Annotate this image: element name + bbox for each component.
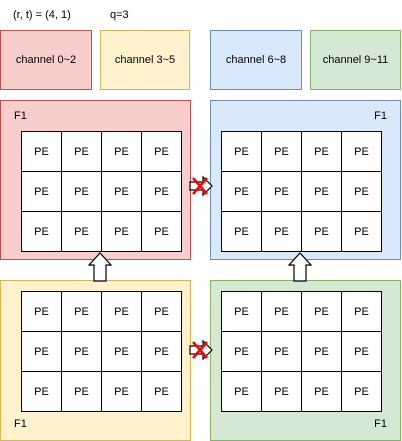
channel-label: channel 3~5 [114,54,176,66]
pe-cell: PE [102,332,142,372]
pe-cell: PE [222,172,262,212]
channel-label: channel 6~8 [225,54,287,66]
q-label: q=3 [110,9,129,21]
channel-box-0-2: channel 0~2 [0,30,92,90]
channel-label: channel 9~11 [322,54,389,66]
pe-cell: PE [22,212,62,252]
pe-cell: PE [62,212,102,252]
pe-cell: PE [262,172,302,212]
pe-cell: PE [22,172,62,212]
pe-cell: PE [302,172,342,212]
pe-cell: PE [142,172,182,212]
params-label: (r, t) = (4, 1) [13,9,71,21]
pe-cell: PE [22,132,62,172]
pe-cell: PE [262,292,302,332]
pe-cell: PE [262,212,302,252]
pe-cell: PE [102,372,142,412]
pe-cell: PE [142,292,182,332]
pe-cell: PE [62,172,102,212]
pe-cell: PE [262,372,302,412]
pe-cell: PE [222,372,262,412]
pe-cell: PE [302,372,342,412]
pe-cell: PE [262,332,302,372]
pe-cell: PE [342,212,382,252]
pe-cell: PE [342,292,382,332]
pe-cell: PE [302,212,342,252]
channel-box-6-8: channel 6~8 [210,30,302,90]
pe-cell: PE [62,132,102,172]
pe-cell: PE [102,212,142,252]
channel-box-9-11: channel 9~11 [310,30,401,90]
pe-cell: PE [302,332,342,372]
pe-cell: PE [62,372,102,412]
up-arrow-icon [87,252,113,282]
pe-cell: PE [342,172,382,212]
pe-cell: PE [102,132,142,172]
pe-cell: PE [222,332,262,372]
pe-cell: PE [62,332,102,372]
pe-cell: PE [222,292,262,332]
channel-label: channel 0~2 [15,54,77,66]
pe-cell: PE [22,292,62,332]
up-arrow-icon [287,252,313,282]
pe-cell: PE [342,132,382,172]
pe-cell: PE [142,132,182,172]
f1-label: F1 [14,418,27,430]
pe-cell: PE [22,332,62,372]
pe-cell: PE [62,292,102,332]
pe-cell: PE [262,132,302,172]
pe-cell: PE [342,372,382,412]
f1-label: F1 [374,418,387,430]
pe-cell: PE [142,332,182,372]
channel-box-3-5: channel 3~5 [100,30,190,90]
pe-cell: PE [142,212,182,252]
pe-cell: PE [302,132,342,172]
blocked-right-arrow-icon [189,175,213,197]
pe-cell: PE [22,372,62,412]
f1-label: F1 [14,110,27,122]
pe-cell: PE [222,132,262,172]
f1-label: F1 [374,110,387,122]
pe-cell: PE [102,172,142,212]
pe-cell: PE [302,292,342,332]
pe-cell: PE [142,372,182,412]
pe-cell: PE [342,332,382,372]
blocked-right-arrow-icon [189,339,213,361]
pe-cell: PE [102,292,142,332]
pe-cell: PE [222,212,262,252]
